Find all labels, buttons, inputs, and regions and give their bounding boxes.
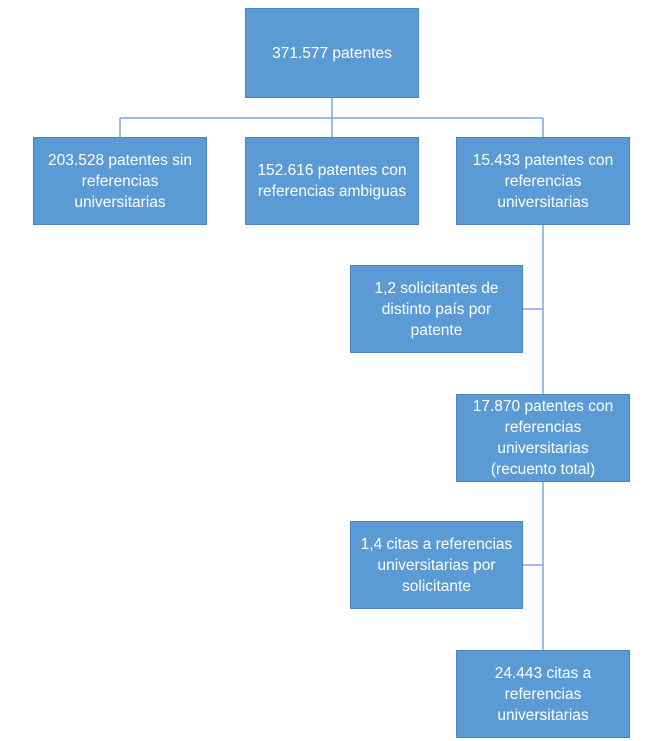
- node-patentes-sin-referencias: 203.528 patentes sin referencias univers…: [33, 137, 207, 225]
- node-citas-por-solicitante-label: 1,4 citas a referencias universitarias p…: [360, 535, 513, 595]
- node-solicitantes-por-patente: 1,2 solicitantes de distinto país por pa…: [350, 265, 523, 353]
- node-patentes-referencias-ambiguas: 152.616 patentes con referencias ambigua…: [245, 137, 419, 225]
- node-total-patentes: 371.577 patentes: [245, 8, 419, 98]
- node-solicitantes-por-patente-label: 1,2 solicitantes de distinto país por pa…: [374, 279, 499, 339]
- node-citas-total: 24.443 citas a referencias universitaria…: [456, 650, 630, 738]
- node-patentes-con-referencias-label: 15.433 patentes con referencias universi…: [472, 151, 614, 211]
- node-citas-por-solicitante: 1,4 citas a referencias universitarias p…: [350, 521, 523, 609]
- node-patentes-sin-referencias-label: 203.528 patentes sin referencias univers…: [48, 151, 192, 211]
- node-recuento-total: 17.870 patentes con referencias universi…: [456, 394, 630, 482]
- node-total-patentes-label: 371.577 patentes: [272, 44, 392, 62]
- node-patentes-referencias-ambiguas-label: 152.616 patentes con referencias ambigua…: [257, 162, 407, 200]
- node-recuento-total-label: 17.870 patentes con referencias universi…: [472, 398, 614, 478]
- node-patentes-con-referencias: 15.433 patentes con referencias universi…: [456, 137, 630, 225]
- node-citas-total-label: 24.443 citas a referencias universitaria…: [494, 664, 592, 724]
